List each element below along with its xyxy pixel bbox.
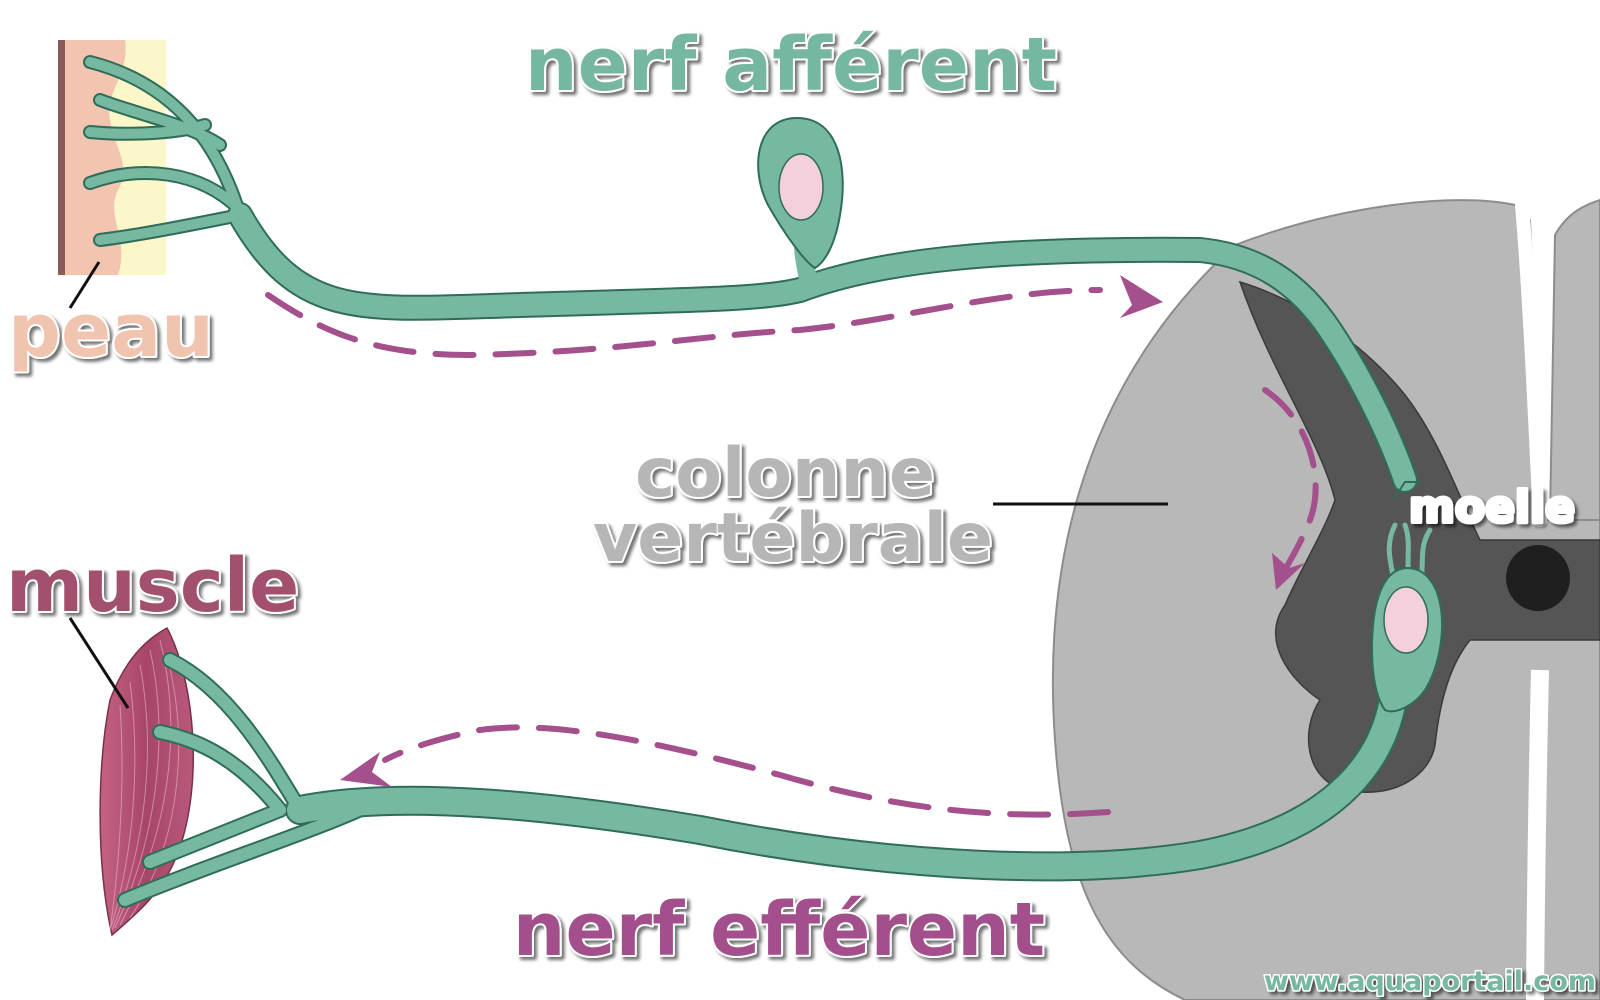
leader-lines bbox=[68, 261, 1168, 709]
posterior-median-fissure bbox=[1515, 198, 1547, 527]
afferent-dendrite bbox=[85, 168, 245, 215]
afferent-signal-arrow bbox=[265, 287, 1103, 359]
anterior-median-fissure bbox=[1526, 669, 1549, 1000]
spinal-white-matter-right bbox=[1548, 198, 1600, 521]
efferent-arrowhead bbox=[340, 752, 392, 787]
website-watermark: www.aquaportail.com bbox=[1264, 966, 1596, 997]
afferent-nerve bbox=[83, 55, 1421, 498]
afferent-nerve-label: nerf afférent bbox=[525, 22, 1057, 108]
efferent-nucleus bbox=[1383, 586, 1429, 654]
afferent-dendrite bbox=[85, 120, 210, 139]
muscle-label: muscle bbox=[6, 543, 299, 629]
skin-surface bbox=[58, 40, 65, 275]
skin-label: peau bbox=[8, 288, 214, 374]
afferent-nucleus bbox=[778, 153, 824, 221]
central-arrowhead bbox=[1272, 553, 1305, 590]
efferent-branch bbox=[154, 726, 286, 816]
efferent-branch bbox=[164, 654, 306, 816]
signal-arrows bbox=[265, 287, 1319, 818]
efferent-branch bbox=[119, 794, 386, 906]
efferent-signal-arrow bbox=[382, 724, 1111, 818]
column-label-line2: vertébrale bbox=[593, 499, 993, 578]
arrowheads bbox=[340, 275, 1305, 787]
afferent-dendrite bbox=[95, 210, 245, 245]
central-canal bbox=[1506, 545, 1570, 611]
efferent-nerve-label: nerf efférent bbox=[513, 887, 1045, 973]
marrow-label: moelle bbox=[1409, 482, 1575, 533]
afferent-dendrite bbox=[95, 95, 225, 150]
central-signal-arrow bbox=[1262, 387, 1319, 573]
efferent-axon bbox=[287, 647, 1409, 880]
skin-leader-line bbox=[68, 261, 101, 309]
afferent-dendrite bbox=[85, 57, 245, 220]
afferent-arrowhead bbox=[1120, 275, 1163, 318]
column-label-line1: colonne bbox=[635, 434, 935, 513]
efferent-branch bbox=[144, 804, 286, 868]
muscle-leader-line bbox=[68, 617, 130, 709]
spinal-cord bbox=[1051, 198, 1600, 1000]
efferent-nerve bbox=[117, 522, 1444, 908]
afferent-axon bbox=[229, 204, 1416, 491]
